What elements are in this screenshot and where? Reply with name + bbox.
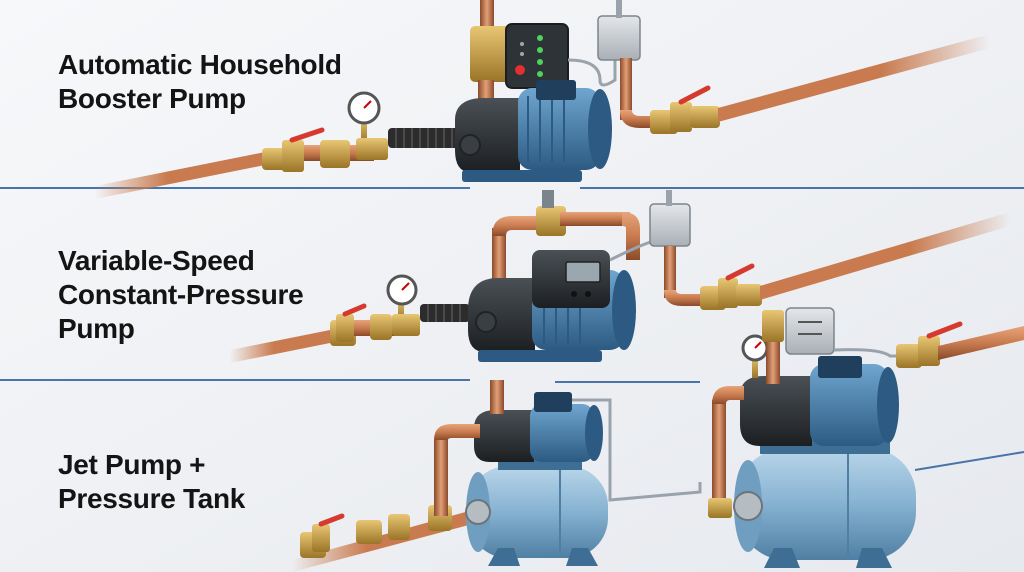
junction-box — [649, 203, 691, 247]
gate-valve — [282, 140, 304, 172]
vfd-display — [565, 261, 601, 283]
pressure-switch — [785, 307, 835, 355]
title-line: Jet Pump + — [58, 449, 206, 480]
accent-line — [914, 451, 1024, 471]
power-indicator-red — [515, 65, 525, 75]
pump-housing — [474, 410, 534, 462]
pump-motor — [530, 404, 594, 462]
pump-housing — [468, 278, 535, 352]
inlet-pipe — [95, 150, 275, 199]
title-line: Pump — [58, 313, 135, 344]
pump-housing — [455, 98, 520, 172]
title-line: Variable-Speed — [58, 245, 255, 276]
section-title-booster-pump: Automatic Household Booster Pump — [58, 48, 342, 116]
section-title-variable-speed-pump: Variable-Speed Constant-Pressure Pump — [58, 244, 304, 346]
pump-motor — [810, 364, 888, 446]
junction-box — [597, 15, 641, 61]
tank-flange — [733, 491, 763, 521]
inlet-pipe — [230, 328, 340, 363]
brass-union — [320, 140, 350, 168]
pump-housing — [740, 376, 812, 446]
title-line: Constant-Pressure — [58, 279, 304, 310]
flexible-hose — [420, 304, 470, 322]
pump-base — [462, 170, 582, 182]
section-divider-2 — [0, 379, 700, 383]
jet-pump-tank-assembly-1 — [292, 380, 702, 572]
controller-panel — [505, 23, 569, 89]
section-title-jet-pump-tank: Jet Pump + Pressure Tank — [58, 448, 245, 516]
variable-speed-pump-assembly — [230, 190, 1010, 363]
flexible-hose — [388, 128, 460, 148]
title-line: Automatic Household — [58, 49, 342, 80]
title-line: Booster Pump — [58, 83, 246, 114]
outlet-pipe — [938, 326, 1024, 360]
pressure-tank — [468, 466, 608, 558]
pump-base — [478, 350, 602, 362]
pump-motor — [518, 88, 600, 170]
booster-pump-assembly — [95, 0, 990, 199]
jet-pump-tank-assembly-2 — [708, 307, 1024, 568]
outlet-pipe — [718, 34, 990, 122]
title-line: Pressure Tank — [58, 483, 246, 514]
pressure-controller-body — [470, 26, 510, 82]
valve-handle — [289, 127, 325, 143]
outlet-pipe — [760, 212, 1010, 300]
tank-flange — [465, 499, 491, 525]
pressure-tank — [738, 448, 916, 560]
